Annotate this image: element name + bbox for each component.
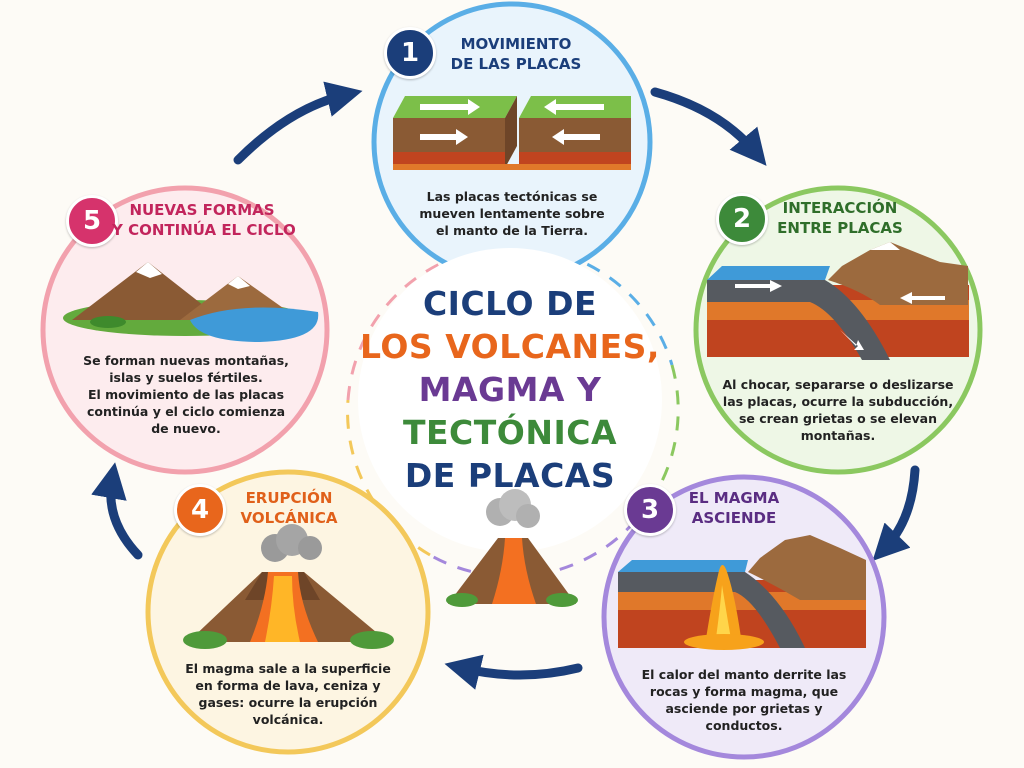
title-line-3: MAGMA Y [418, 370, 602, 409]
step-4-desc-line-2: en forma de lava, ceniza y [195, 678, 381, 693]
title-line-1: CICLO DE [422, 284, 598, 323]
cycle-arrows [91, 81, 920, 690]
step-1-title-line-2: DE LAS PLACAS [450, 55, 582, 73]
step-4-desc-line-1: El magma sale a la superficie [185, 661, 391, 676]
step-3-description: El calor del manto derrite las rocas y f… [624, 666, 864, 734]
step-5-desc-line-4: continúa y el ciclo comienza [86, 404, 286, 419]
title-line-2: LOS VOLCANES, [360, 327, 660, 366]
step-3-number-badge: 3 [624, 484, 676, 536]
step-5-desc-line-2: islas y suelos fértiles. [109, 370, 263, 385]
center-volcano-icon [446, 489, 578, 607]
erupting-volcano-illustration [183, 524, 394, 649]
step-1-desc-line-2: mueven lentamente sobre [419, 206, 605, 221]
step-1-title-line-1: MOVIMIENTO [460, 35, 572, 53]
step-5-description: Se forman nuevas montañas, islas y suelo… [78, 352, 294, 437]
step-2-title-line-1: INTERACCIÓN [782, 199, 898, 217]
step-5-number-badge: 5 [66, 195, 118, 247]
step-2-desc-line-3: se crean grietas o se elevan [738, 411, 938, 426]
step-5-desc-line-5: de nuevo. [151, 421, 221, 436]
arrow-5-to-1 [233, 81, 363, 165]
step-1-title: MOVIMIENTO DE LAS PLACAS [440, 34, 592, 74]
center-title: CICLO DE LOS VOLCANES, MAGMA Y TECTÓNICA… [360, 282, 660, 497]
step-2-desc-line-4: montañas. [800, 428, 876, 443]
step-1-description: Las placas tectónicas se mueven lentamen… [412, 188, 612, 239]
title-line-5: DE PLACAS [404, 456, 616, 495]
step-1-number-badge: 1 [384, 27, 436, 79]
title-line-4: TECTÓNICA [403, 413, 617, 452]
step-3-title: EL MAGMA ASCIENDE [684, 488, 784, 528]
step-1-desc-line-3: el manto de la Tierra. [435, 223, 589, 238]
subduction-illustration [707, 242, 969, 360]
step-5-title-line-2: Y CONTINÚA EL CICLO [112, 221, 296, 239]
step-5-desc-line-1: Se forman nuevas montañas, [83, 353, 289, 368]
step-4-description: El magma sale a la superficie en forma d… [178, 660, 398, 728]
step-2-desc-line-2: las placas, ocurre la subducción, [722, 394, 954, 409]
step-1-desc-line-1: Las placas tectónicas se [426, 189, 598, 204]
step-4-desc-line-4: volcánica. [252, 712, 324, 727]
center-disc [358, 248, 662, 552]
step-4-title-line-1: ERUPCIÓN [245, 489, 333, 507]
step-3-title-line-2: ASCIENDE [691, 509, 777, 527]
tectonic-blocks-illustration [393, 96, 631, 170]
step-3-title-line-1: EL MAGMA [688, 489, 780, 507]
arrow-4-to-5 [91, 462, 143, 560]
step-3-desc-line-1: El calor del manto derrite las [641, 667, 847, 682]
step-4-title-line-2: VOLCÁNICA [240, 509, 338, 527]
step-4-number-badge: 4 [174, 484, 226, 536]
arrow-2-to-3 [872, 465, 920, 561]
step-2-title: INTERACCIÓN ENTRE PLACAS [772, 198, 908, 238]
step-4-title: ERUPCIÓN VOLCÁNICA [234, 488, 344, 528]
step-2-number-badge: 2 [716, 193, 768, 245]
step-4-desc-line-3: gases: ocurre la erupción [198, 695, 378, 710]
step-2-desc-line-1: Al chocar, separarse o deslizarse [722, 377, 954, 392]
step-2-title-line-2: ENTRE PLACAS [777, 219, 903, 237]
mountains-lake-illustration [63, 262, 319, 342]
step-5-title: NUEVAS FORMAS Y CONTINÚA EL CICLO [112, 200, 296, 240]
step-2-description: Al chocar, separarse o deslizarse las pl… [718, 376, 958, 444]
step-3-desc-line-2: rocas y forma magma, que [649, 684, 839, 699]
magma-rising-illustration [618, 535, 866, 650]
step-5-desc-line-3: El movimiento de las placas [87, 387, 285, 402]
step-5-title-line-1: NUEVAS FORMAS [129, 201, 275, 219]
step-3-desc-line-3: asciende por grietas y [665, 701, 823, 716]
arrow-1-to-2 [650, 87, 767, 166]
step-3-desc-line-4: conductos. [705, 718, 783, 733]
arrow-3-to-4 [444, 654, 583, 690]
